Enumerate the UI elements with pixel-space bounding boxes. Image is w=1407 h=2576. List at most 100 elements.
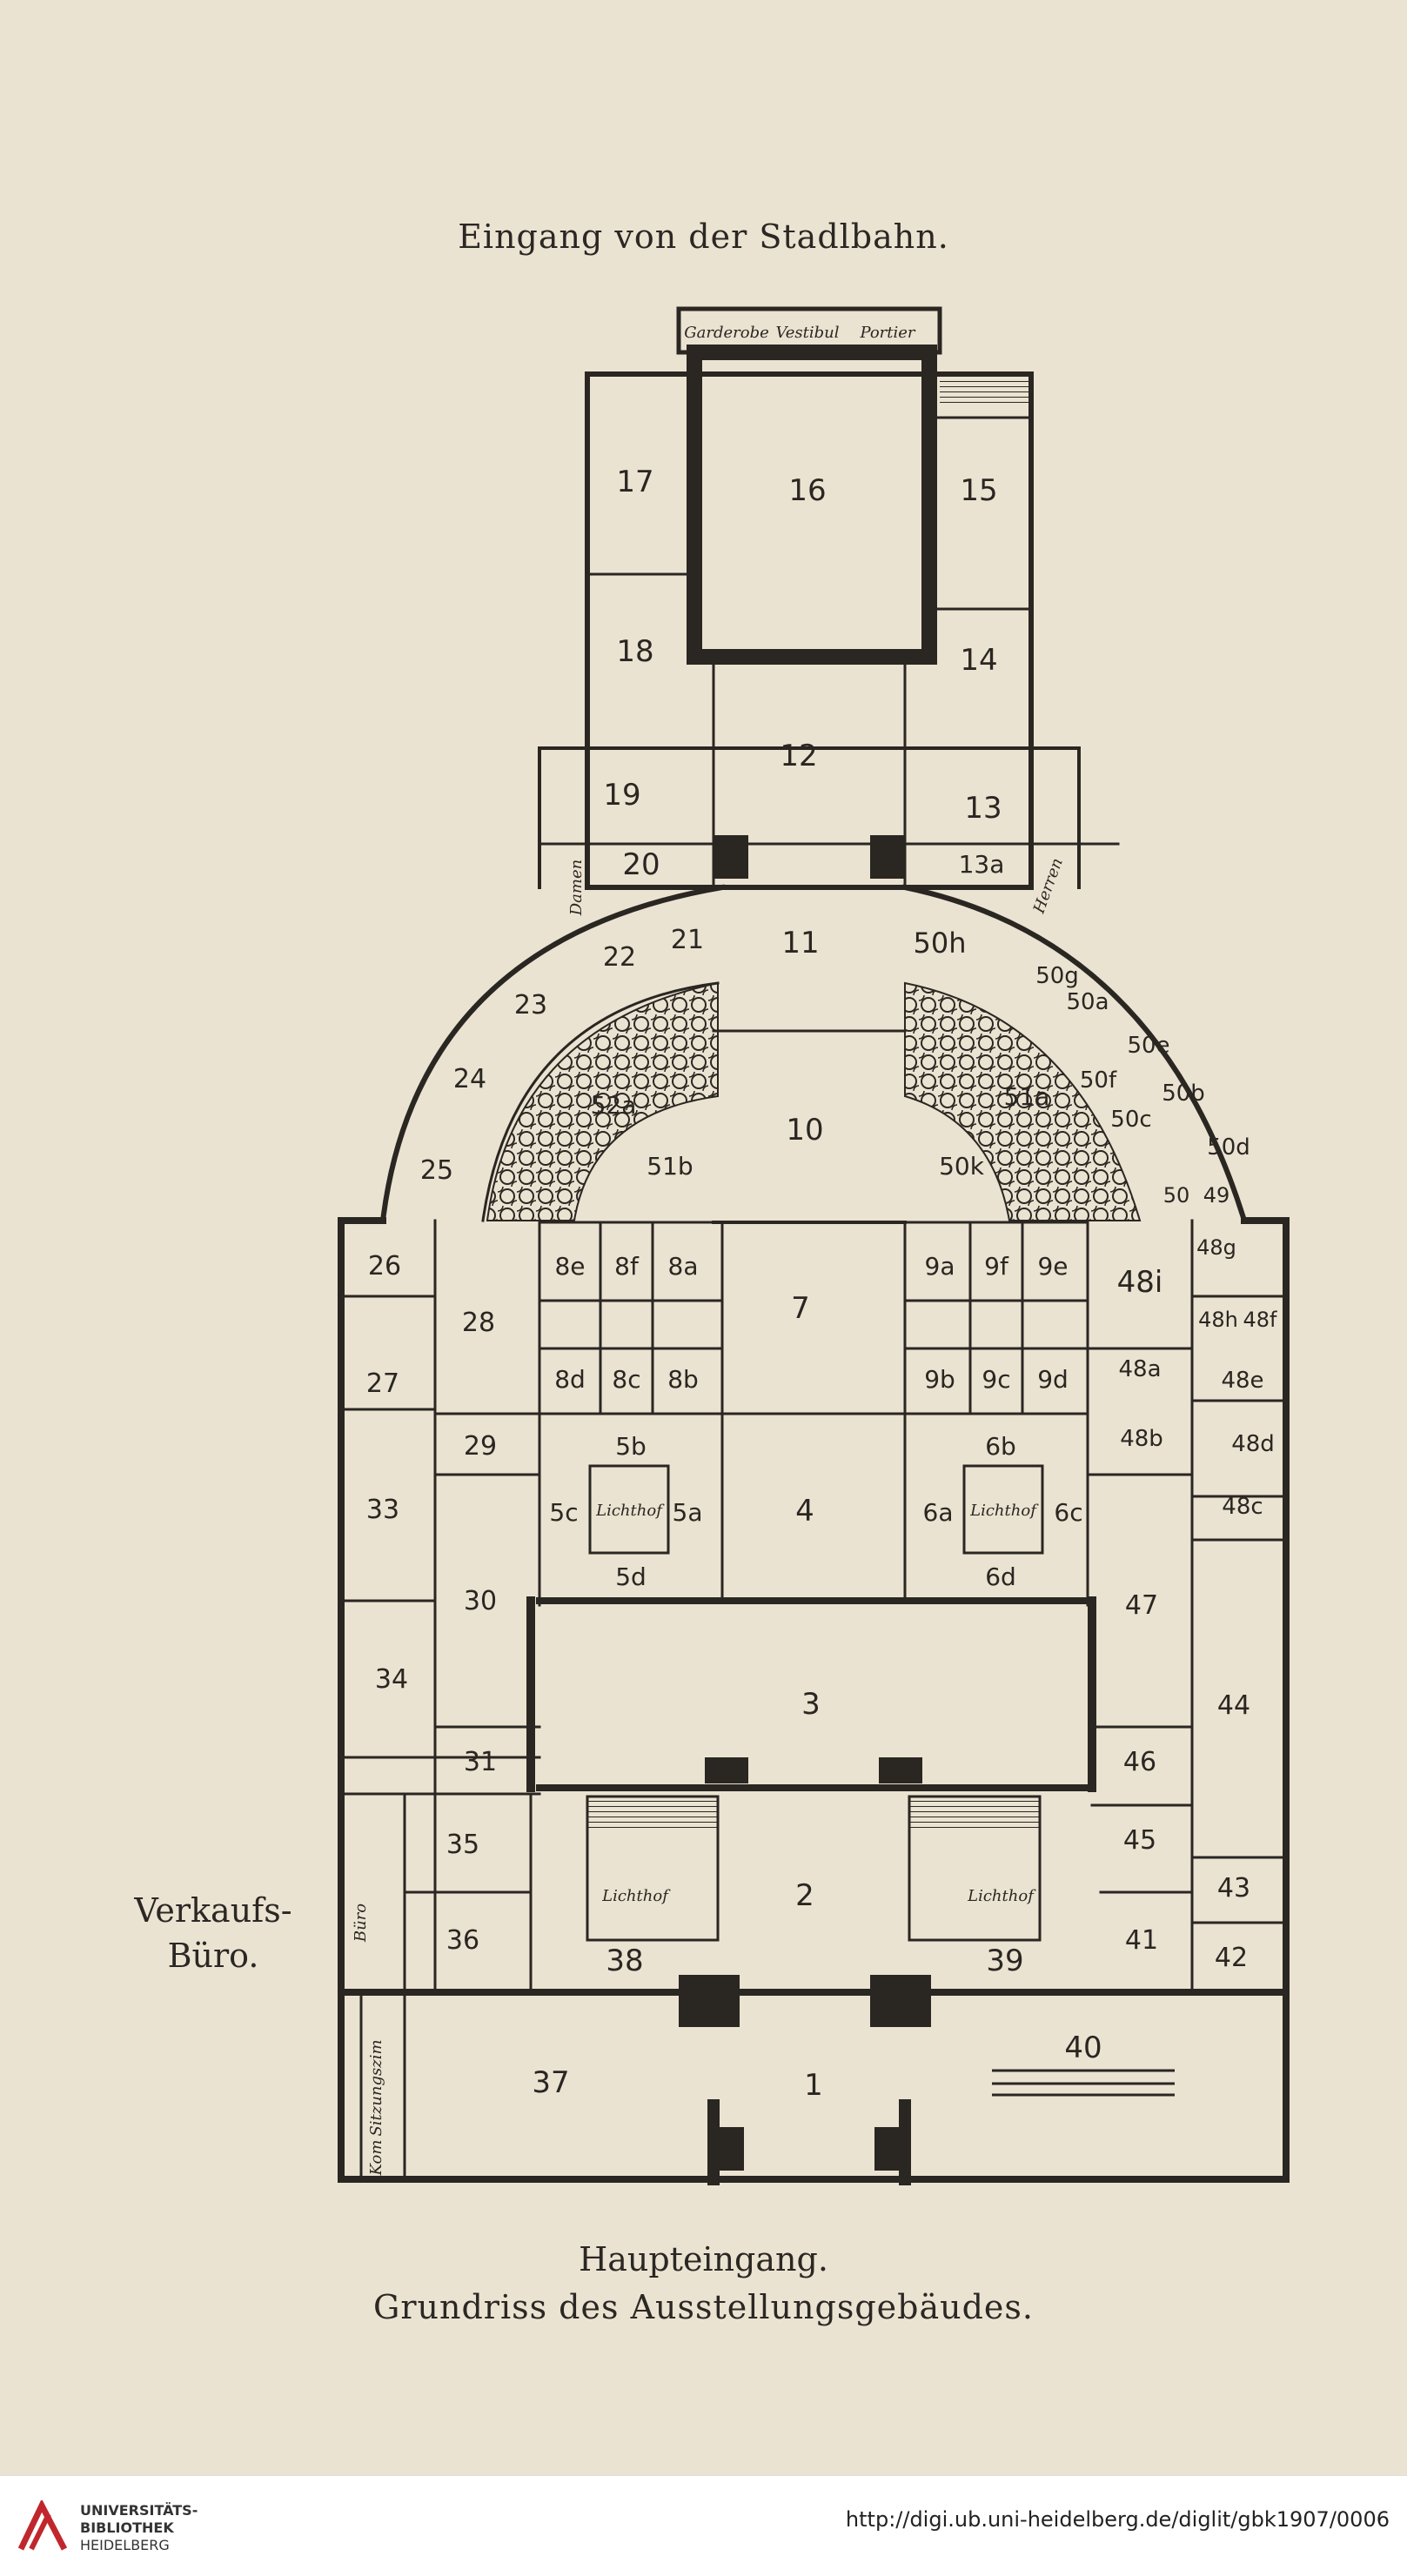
room-label: 48a [1118, 1356, 1161, 1382]
room-label: 5a [673, 1498, 703, 1527]
room-label: 48i [1117, 1265, 1163, 1300]
room-label: 50e [1127, 1033, 1169, 1059]
room-label: 45 [1123, 1825, 1156, 1856]
room-label: 38 [606, 1944, 643, 1978]
room-label: 48f [1243, 1308, 1278, 1332]
room-label: 50f [1080, 1067, 1117, 1094]
room-label: 51b [647, 1152, 693, 1181]
lichthof-label: Lichthof [601, 1887, 671, 1905]
room-label: 34 [375, 1664, 408, 1695]
room-label: 46 [1123, 1747, 1156, 1777]
room-label: 5d [615, 1562, 647, 1591]
lichthof-5 [588, 1464, 670, 1555]
room-label: 8e [554, 1252, 585, 1281]
room-label: 49 [1203, 1183, 1230, 1208]
room-label: 24 [453, 1064, 486, 1094]
main-entrance-caption: Haupteingang. [579, 2240, 828, 2278]
room-label: 48c [1222, 1494, 1263, 1520]
library-name-line-2: BIBLIOTHEK [80, 2519, 174, 2536]
room-label: 35 [446, 1830, 479, 1860]
room-label: 50b [1162, 1081, 1205, 1107]
curved-wall-east [901, 884, 1248, 1224]
room-label: 44 [1217, 1690, 1250, 1721]
outer-wall-lower [338, 1217, 1290, 2183]
room-label: 18 [616, 634, 653, 669]
library-name-line-3: HEIDELBERG [80, 2537, 170, 2553]
room-label: 43 [1217, 1873, 1250, 1904]
kom-label: Kom [367, 2140, 385, 2177]
room-label: 17 [616, 465, 653, 499]
room-label: 12 [780, 739, 817, 773]
room-label: 9a [925, 1252, 955, 1281]
room-label: 48h [1198, 1308, 1238, 1332]
room-label: 50 [1163, 1183, 1190, 1208]
room-label: 14 [960, 643, 997, 678]
room-label: 26 [368, 1251, 401, 1281]
room-label: 31 [464, 1747, 497, 1777]
library-footer: UNIVERSITÄTS- BIBLIOTHEK HEIDELBERG http… [0, 2475, 1407, 2576]
room-label: 36 [446, 1925, 479, 1956]
top-annex [585, 371, 1034, 890]
room-label: 30 [464, 1586, 497, 1616]
scanned-page: Eingang von der Stadlbahn. [122, 217, 1290, 2326]
herren-label: Herren [1029, 856, 1067, 917]
room-label: 42 [1215, 1943, 1248, 1973]
room-label: 20 [622, 847, 660, 882]
room-label: 6d [985, 1562, 1016, 1591]
room-label: 48b [1120, 1426, 1163, 1452]
sales-office-line-1: Verkaufs- [134, 1891, 292, 1930]
room-label: 10 [786, 1113, 823, 1147]
lichthof-label: Lichthof [967, 1887, 1036, 1905]
room-label: 50k [939, 1152, 985, 1181]
sales-office-label: Verkaufs- Büro. [122, 1888, 305, 1978]
room-label: 48e [1221, 1368, 1263, 1394]
room-label: 47 [1125, 1590, 1158, 1621]
source-url-link[interactable]: http://digi.ub.uni-heidelberg.de/diglit/… [845, 2507, 1390, 2532]
room-label: 37 [532, 2065, 569, 2100]
room-label: 6c [1054, 1498, 1082, 1527]
room-label: 25 [420, 1155, 453, 1186]
room-label: 9d [1037, 1365, 1069, 1394]
room-label: 8d [554, 1365, 586, 1394]
floor-plan: 1 2 3 4 5a 5b 5c 5d 6a 6b 6c 6d 7 8a 8b … [338, 306, 1290, 2185]
lichthof-label: Lichthof [969, 1502, 1039, 1520]
room-label: 4 [795, 1494, 814, 1529]
room-label: 1 [804, 2068, 823, 2103]
room-label: 9c [982, 1365, 1010, 1394]
room-label: 48g [1196, 1235, 1236, 1260]
room-label: 23 [514, 990, 547, 1020]
room-label: 2 [795, 1878, 814, 1913]
room-label: 8b [667, 1365, 699, 1394]
room-label: 50a [1066, 989, 1109, 1015]
room-label: 29 [464, 1431, 497, 1462]
damen-label: Damen [567, 860, 586, 916]
curved-wall-west-inner [481, 981, 720, 1222]
lichthof-label: Lichthof [595, 1502, 665, 1520]
room-label: 8a [668, 1252, 699, 1281]
buro-label: Büro [352, 1904, 370, 1943]
room-label: 48d [1231, 1431, 1275, 1457]
room-label: 39 [986, 1944, 1023, 1978]
room-label: 33 [366, 1495, 399, 1525]
room-label: 11 [781, 926, 819, 960]
room-label: 8c [612, 1365, 640, 1394]
sales-office-line-2: Büro. [167, 1937, 259, 1975]
vestibul-label: Vestibul [775, 324, 839, 342]
room-label: 40 [1064, 2031, 1102, 2065]
room-label: 5c [549, 1498, 578, 1527]
sitzungszim-label: Sitzungszim [367, 2039, 385, 2136]
room-label: 8f [614, 1252, 640, 1281]
room-label: 50g [1035, 963, 1079, 989]
room-label: 27 [366, 1368, 399, 1399]
library-logo-icon [17, 2500, 68, 2551]
room-label: 21 [671, 925, 704, 955]
garderobe-label: Garderobe [684, 324, 769, 342]
room-label: 19 [603, 778, 640, 813]
room-label: 9f [984, 1252, 1009, 1281]
curved-wall-west [379, 884, 726, 1224]
room-label: 3 [801, 1687, 821, 1722]
room-label: 50c [1110, 1107, 1151, 1133]
room-label: 41 [1125, 1925, 1158, 1956]
room-label: 5b [615, 1432, 647, 1461]
hall-16-walls [687, 345, 937, 665]
